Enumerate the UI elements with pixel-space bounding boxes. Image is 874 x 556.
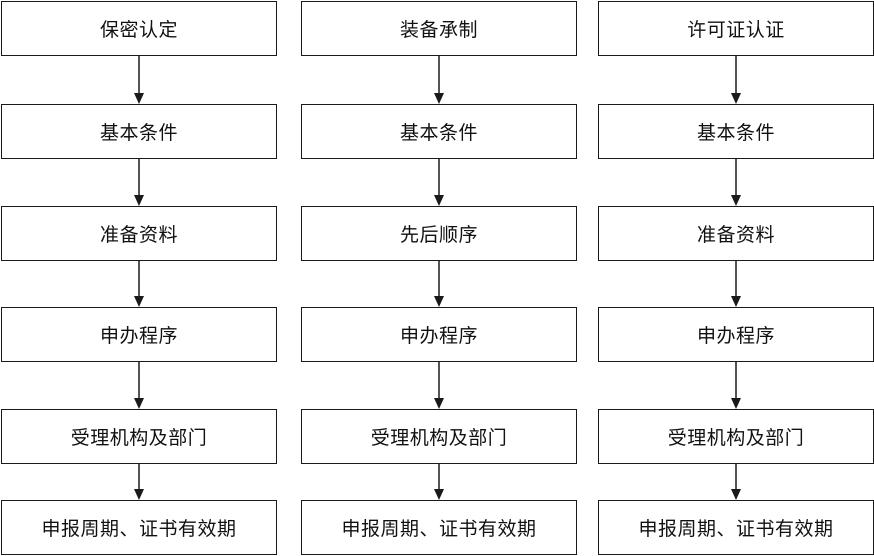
- arrow-down-icon: [731, 159, 741, 206]
- flow-box-step: 受理机构及部门: [301, 409, 577, 464]
- arrow-down-icon: [434, 362, 444, 409]
- flow-column-confidentiality: 保密认定 基本条件 准备资料 申办程序 受理机构及部门 申报周期、证书有效期: [1, 0, 277, 556]
- flow-box-step: 基本条件: [301, 104, 577, 159]
- flow-box-step: 申办程序: [1, 307, 277, 362]
- arrow-down-icon: [731, 261, 741, 307]
- flow-box-step: 准备资料: [598, 206, 874, 261]
- flow-column-equipment: 装备承制 基本条件 先后顺序 申办程序 受理机构及部门 申报周期、证书有效期: [301, 0, 577, 556]
- flow-box-step: 申报周期、证书有效期: [301, 500, 577, 555]
- arrow-down-icon: [434, 56, 444, 104]
- flow-box-header: 许可证认证: [598, 1, 874, 56]
- flow-box-step: 准备资料: [1, 206, 277, 261]
- arrow-down-icon: [434, 464, 444, 500]
- flow-box-step: 受理机构及部门: [598, 409, 874, 464]
- flow-box-step: 申办程序: [598, 307, 874, 362]
- arrow-down-icon: [134, 261, 144, 307]
- flow-box-step: 申报周期、证书有效期: [1, 500, 277, 555]
- arrow-down-icon: [731, 464, 741, 500]
- arrow-down-icon: [434, 261, 444, 307]
- arrow-down-icon: [434, 159, 444, 206]
- arrow-down-icon: [731, 362, 741, 409]
- flow-box-step: 基本条件: [1, 104, 277, 159]
- flow-box-step: 先后顺序: [301, 206, 577, 261]
- flow-box-header: 保密认定: [1, 1, 277, 56]
- flow-box-step: 基本条件: [598, 104, 874, 159]
- flow-box-step: 申办程序: [301, 307, 577, 362]
- flow-box-step: 申报周期、证书有效期: [598, 500, 874, 555]
- flow-column-license: 许可证认证 基本条件 准备资料 申办程序 受理机构及部门 申报周期、证书有效期: [598, 0, 874, 556]
- flow-box-header: 装备承制: [301, 1, 577, 56]
- flow-box-step: 受理机构及部门: [1, 409, 277, 464]
- arrow-down-icon: [134, 362, 144, 409]
- arrow-down-icon: [731, 56, 741, 104]
- arrow-down-icon: [134, 56, 144, 104]
- arrow-down-icon: [134, 464, 144, 500]
- arrow-down-icon: [134, 159, 144, 206]
